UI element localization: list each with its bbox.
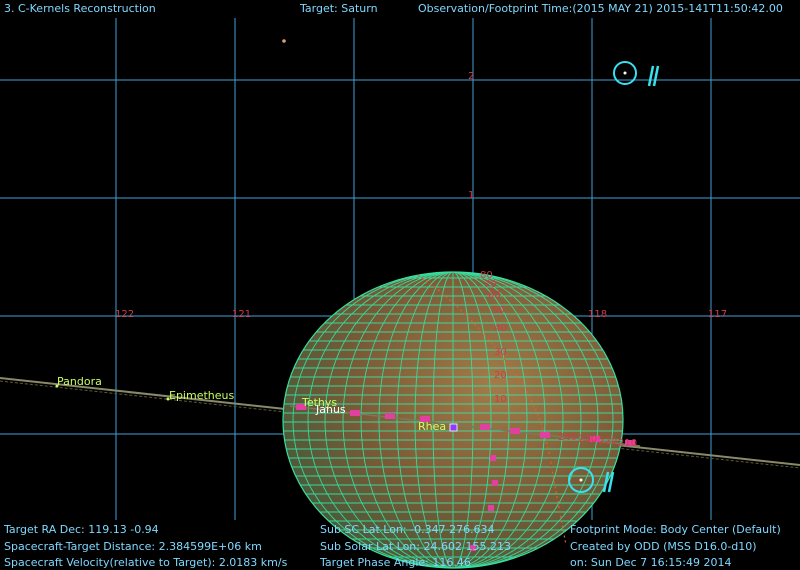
sub-sc-readout: Sub SC Lat Lon: -0.347 276.634: [320, 523, 495, 536]
moon-label-epimetheus: Epimetheus: [169, 389, 234, 402]
dec-label: 2: [468, 71, 474, 82]
lon-label: 230: [578, 434, 597, 445]
lat-label: 20: [494, 370, 507, 381]
footprint-track: [417, 274, 567, 546]
lat-label: 10: [494, 394, 507, 405]
target-center-marker: [449, 423, 458, 432]
sub-solar-readout: Sub Solar Lat Lon: 24.602 155.213: [320, 540, 511, 553]
grid-labels: 122 121 118 117 2 1: [115, 71, 727, 320]
longitude-labels: 240 230 220 210: [558, 432, 637, 449]
ring-front: [289, 405, 641, 447]
lat-label: 40: [494, 323, 507, 334]
ra-label: 121: [232, 309, 251, 320]
lon-label: 220: [598, 436, 617, 447]
ra-dec-readout: Target RA Dec: 119.13 -0.94: [4, 523, 159, 536]
lat-label: 70: [484, 279, 497, 290]
lat-label: 60: [488, 290, 501, 301]
ra-label: 118: [588, 309, 607, 320]
velocity-readout: Spacecraft Velocity(relative to Target):…: [4, 556, 288, 569]
lon-label: 210: [618, 438, 637, 449]
observation-time: Observation/Footprint Time:(2015 MAY 21)…: [418, 2, 783, 15]
footprint-markers: [296, 404, 635, 551]
lon-label: 240: [558, 432, 577, 443]
moon-label-janus: Janus: [315, 403, 346, 416]
distance-readout: Spacecraft-Target Distance: 2.384599E+06…: [4, 540, 262, 553]
ra-label: 122: [115, 309, 134, 320]
moon-label-tethys: Tethys: [301, 396, 337, 409]
lat-label: 30: [494, 347, 507, 358]
saturn-globe: [282, 271, 624, 569]
target-name: Target: Saturn: [300, 2, 378, 15]
lat-label: 50: [492, 305, 505, 316]
moon-label-rhea: Rhea: [418, 420, 446, 433]
footprint-mode: Footprint Mode: Body Center (Default): [570, 523, 781, 536]
spacecraft-marker-icon: [568, 467, 615, 493]
moon-label-pandora: Pandora: [57, 375, 102, 388]
phase-angle-readout: Target Phase Angle: 116.46: [320, 556, 471, 569]
ra-label: 117: [708, 309, 727, 320]
sun-marker-icon: [613, 61, 660, 87]
created-by: Created by ODD (MSS D16.0-d10): [570, 540, 757, 553]
window-title: 3. C-Kernels Reconstruction: [4, 2, 156, 15]
latitude-labels: 80 70 60 50 40 30 20 10: [480, 270, 507, 405]
moon-labels: Pandora Epimetheus Tethys Janus Rhea: [55, 375, 446, 433]
dec-label: 1: [468, 190, 474, 201]
lat-label: 80: [480, 270, 493, 281]
created-on: on: Sun Dec 7 16:15:49 2014: [570, 556, 732, 569]
star: [282, 39, 286, 43]
